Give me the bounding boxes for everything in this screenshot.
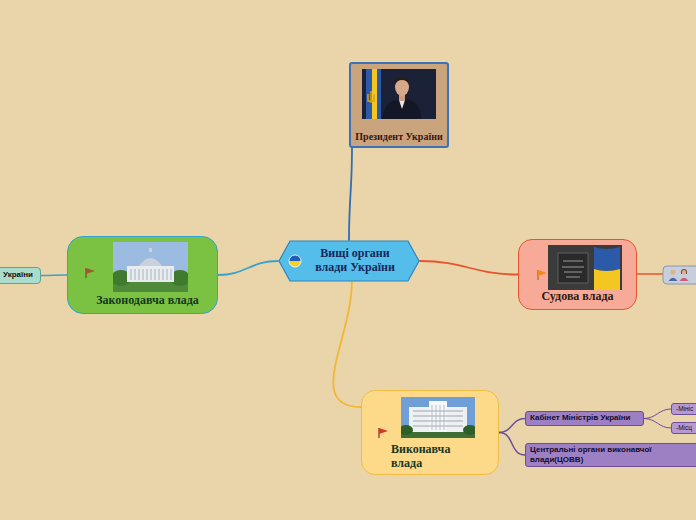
connector [218, 261, 278, 275]
node-label: -Місц [676, 424, 692, 431]
connector [420, 261, 518, 275]
connector [333, 282, 361, 407]
leader-line [637, 273, 663, 275]
cabinet-photo [401, 397, 475, 438]
parliament-photo [113, 242, 188, 292]
node-label: України [3, 271, 33, 280]
node-label: Судова влада [542, 290, 614, 304]
connector [499, 433, 525, 456]
flag-marker [377, 427, 389, 439]
flag-marker [84, 267, 96, 279]
sub-box: Центральні органи виконавчої влади(ЦОВВ) [525, 443, 696, 467]
node-label: Вищі органи влади України [307, 247, 403, 275]
branch-box: Судова влада [518, 239, 637, 310]
leaf-box: -Місц [671, 422, 696, 434]
node-label: Президент України [355, 131, 442, 143]
node-label: Виконавча влада [391, 443, 467, 471]
president-box: Президент України [349, 62, 449, 148]
connector [644, 409, 671, 419]
node-label: Законодавча влада [96, 294, 199, 308]
connector [499, 419, 525, 433]
connector [644, 419, 671, 429]
flag-circle [288, 254, 302, 268]
connector [349, 148, 352, 240]
leaf-box: України [0, 267, 41, 284]
branch-box: Виконавча влада [361, 390, 499, 475]
president-photo [362, 69, 436, 119]
node-label: -Мініс [676, 405, 693, 412]
leaf-box: -Мініс [671, 403, 696, 415]
hexagon-outline [279, 241, 419, 281]
connector [41, 274, 67, 276]
branch-box: Законодавча влада [67, 236, 218, 314]
court-photo [548, 245, 622, 290]
flag-marker [536, 269, 548, 281]
central-hexagon: Вищі органи влади України [278, 240, 420, 282]
node-label: Центральні органи виконавчої влади(ЦОВВ) [530, 445, 680, 464]
node-label: Кабінет Міністрів України [530, 414, 630, 423]
sub-box: Кабінет Міністрів України [525, 411, 644, 426]
people-icon-box [663, 266, 696, 284]
